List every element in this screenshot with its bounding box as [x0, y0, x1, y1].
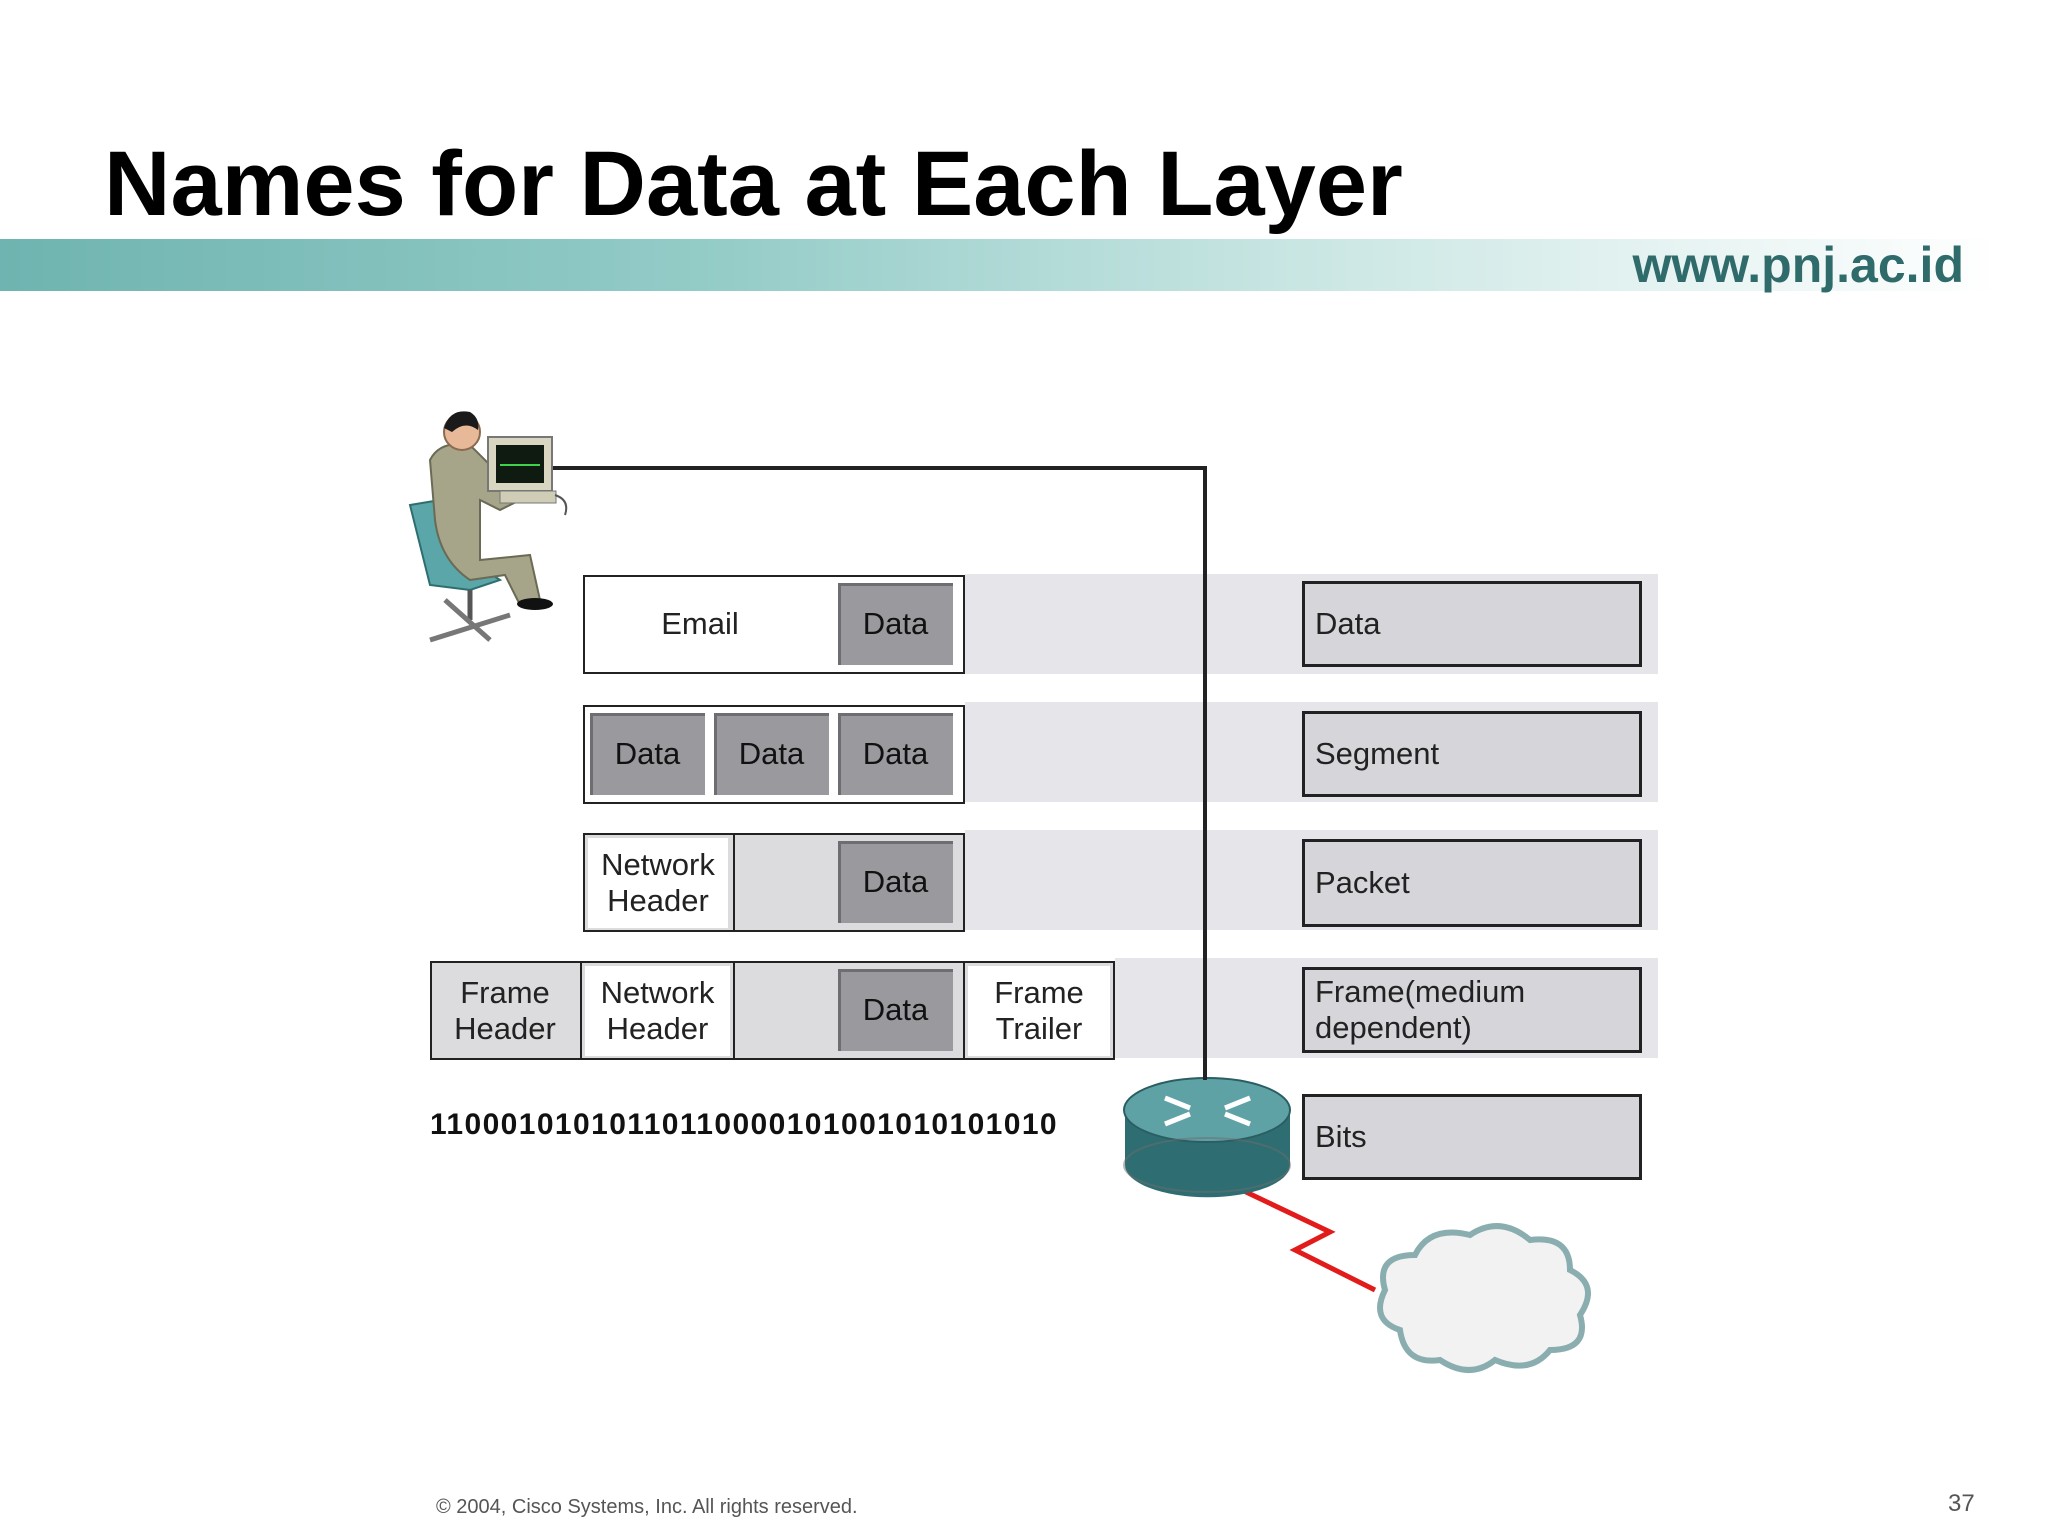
pdu-name-bits: Bits	[1302, 1094, 1642, 1180]
frame-data-cell: Data	[838, 969, 953, 1051]
email-label: Email	[661, 606, 739, 641]
cloud-icon	[1377, 1223, 1591, 1373]
packet-data-cell: Data	[838, 841, 953, 923]
frame-divider-2	[733, 961, 735, 1060]
copyright-footer: © 2004, Cisco Systems, Inc. All rights r…	[436, 1496, 858, 1518]
frame-divider-3	[963, 961, 965, 1060]
frame-divider-1	[580, 961, 582, 1060]
pdu-name-segment: Segment	[1302, 711, 1642, 797]
packet-network-header: Network Header	[588, 838, 728, 928]
email-data-cell: Data	[838, 583, 953, 665]
router-icon	[1123, 1077, 1291, 1198]
packet-divider	[733, 833, 735, 932]
pdu-name-frame: Frame(medium dependent)	[1302, 967, 1642, 1053]
bit-string: 11000101010110110000101001010101010	[430, 1108, 1058, 1141]
slide-title: Names for Data at Each Layer	[104, 133, 1403, 235]
pdu-name-packet: Packet	[1302, 839, 1642, 927]
frame-network-header: Network Header	[585, 966, 730, 1056]
segment-data-b: Data	[714, 713, 829, 795]
segment-data-a: Data	[590, 713, 705, 795]
page-number: 37	[1948, 1490, 1975, 1517]
frame-header: Frame Header	[435, 966, 575, 1056]
site-url: www.pnj.ac.id	[1632, 237, 1964, 293]
wan-link	[1223, 1179, 1377, 1293]
frame-trailer: Frame Trailer	[968, 966, 1110, 1056]
user-workstation-icon	[408, 411, 568, 643]
title-accent-bar	[0, 239, 2000, 291]
cable-segment	[1203, 560, 1207, 1080]
segment-data-c: Data	[838, 713, 953, 795]
pdu-name-data: Data	[1302, 581, 1642, 667]
